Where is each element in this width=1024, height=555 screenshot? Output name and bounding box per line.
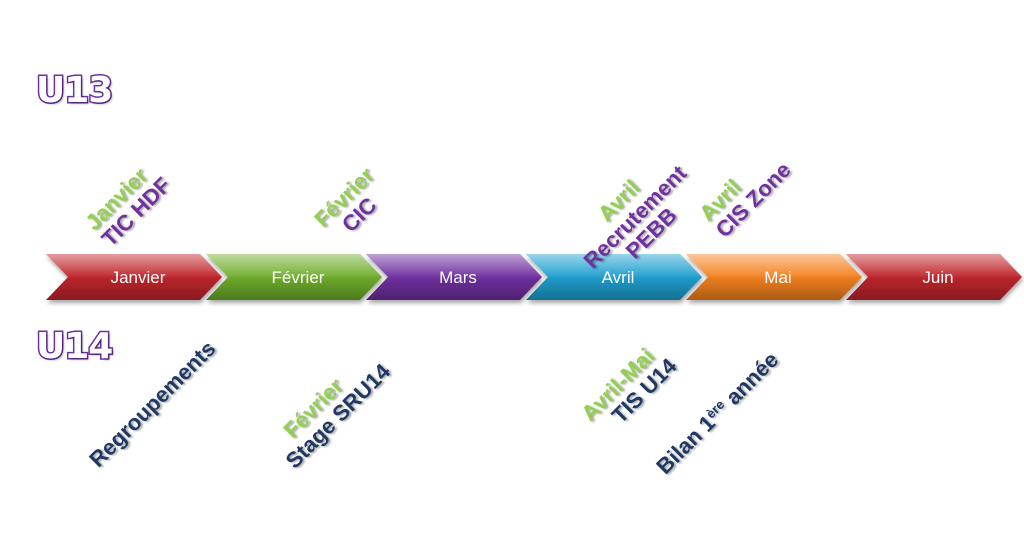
month-chevron-gloss: [526, 254, 702, 300]
u13-label: U13: [34, 69, 114, 113]
month-chevron-5: Mai: [686, 254, 862, 300]
month-label: Janvier: [111, 268, 166, 287]
month-label: Mars: [439, 268, 477, 287]
month-chevron-gloss: [46, 254, 222, 300]
month-chevron-gloss: [206, 254, 382, 300]
month-label: Juin: [922, 268, 953, 287]
month-chevron-1: Janvier: [46, 254, 222, 300]
month-chevron-gloss: [366, 254, 542, 300]
month-label: Avril: [602, 268, 635, 287]
month-label: Mai: [764, 268, 791, 287]
month-chevron-2: Février: [206, 254, 382, 300]
month-chevron-gloss: [846, 254, 1022, 300]
month-chevron-6: Juin: [846, 254, 1022, 300]
month-chevron-gloss: [686, 254, 862, 300]
month-label: Février: [272, 268, 325, 287]
month-chevron-4: Avril: [526, 254, 702, 300]
u14-label: U14: [34, 325, 114, 369]
month-chevron-3: Mars: [366, 254, 542, 300]
